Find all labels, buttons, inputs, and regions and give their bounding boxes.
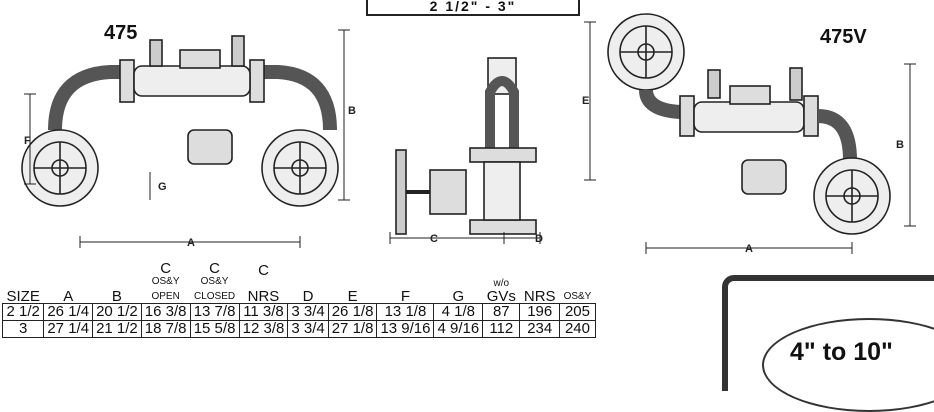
- dim-c-label: C: [430, 233, 438, 245]
- column-header-sub: [564, 275, 592, 288]
- dim-a-label: A: [187, 237, 195, 249]
- table-cell: 196: [519, 303, 561, 321]
- column-header-label: CLOSED: [194, 291, 236, 302]
- drawing-475v-vertical: [607, 13, 891, 235]
- table-cell: 27 1/4: [43, 320, 94, 338]
- table-cell: 21 1/2: [92, 320, 142, 338]
- column-header-label: E: [347, 288, 358, 305]
- column-header: G: [434, 262, 483, 304]
- drawing-475-horizontal: [21, 35, 339, 207]
- column-header-top: [381, 264, 430, 277]
- column-header-label: D: [302, 288, 314, 305]
- column-header-top: C: [258, 262, 269, 279]
- column-header: OS&Y: [560, 262, 596, 304]
- table-cell: 16 3/8: [140, 303, 191, 321]
- column-header: A: [44, 262, 93, 304]
- column-header-sub: w/o: [493, 278, 510, 289]
- table-cell: 13 1/8: [376, 303, 435, 321]
- column-header-top: C: [160, 260, 172, 277]
- table-cell: 3 3/4: [287, 303, 329, 321]
- model-label-475v: 475V: [820, 26, 867, 48]
- column-header-top: C: [209, 260, 220, 277]
- table-cell: 112: [482, 320, 521, 338]
- column-header: F: [377, 262, 434, 304]
- table-cell: 4 1/8: [433, 303, 484, 321]
- table-cell: 26 1/8: [327, 303, 378, 321]
- table-cell: 26 1/4: [43, 303, 94, 321]
- column-header-label: OPEN: [151, 291, 180, 302]
- column-header-label: G: [452, 288, 465, 305]
- dim-b-label: B: [348, 105, 356, 117]
- table-cell: 3 3/4: [287, 320, 329, 338]
- table-cell: 20 1/2: [92, 303, 142, 321]
- model-label-475: 475: [104, 22, 138, 44]
- dim-e-label: E: [582, 95, 589, 107]
- dim-d-label: D: [535, 233, 543, 245]
- column-header-sub: OS&Y: [200, 276, 229, 287]
- column-header-label: GVs: [486, 288, 516, 305]
- column-header: SIZE: [3, 262, 44, 304]
- column-header-label: OS&Y: [563, 291, 592, 302]
- table-cell: 2 1/2: [1, 303, 45, 321]
- column-header-sub: OS&Y: [151, 276, 180, 287]
- column-header: D: [288, 262, 328, 304]
- size-range-label: 4" to 10": [790, 338, 893, 366]
- table-cell: 12 3/8: [238, 320, 289, 338]
- table-cell: 15 5/8: [189, 320, 240, 338]
- column-header-label: NRS: [523, 288, 556, 305]
- table-cell: 4 9/16: [433, 320, 484, 338]
- column-header-label: B: [111, 288, 122, 305]
- table-cell: 13 7/8: [189, 303, 240, 321]
- table-cell: 18 7/8: [140, 320, 191, 338]
- column-header: E: [328, 262, 377, 304]
- column-header-top: [332, 264, 373, 277]
- column-header-top: [48, 264, 89, 277]
- column-header-top: [564, 262, 592, 275]
- column-header-top: [97, 264, 138, 277]
- dim-a-label-475v: A: [745, 243, 753, 255]
- column-header: NRS: [520, 262, 560, 304]
- column-header-label: SIZE: [6, 288, 40, 305]
- column-header-top: [524, 264, 556, 277]
- table-cell: 13 9/16: [376, 320, 435, 338]
- table-cell: 240: [559, 320, 596, 338]
- table-cell: 27 1/8: [327, 320, 378, 338]
- column-header-top: [487, 264, 516, 277]
- column-header: C NRS: [239, 262, 288, 304]
- table-cell: 3: [1, 320, 45, 338]
- column-header: B: [93, 262, 142, 304]
- dim-g-label: G: [158, 181, 167, 193]
- column-header-top: [292, 264, 324, 277]
- table-cell: 87: [482, 303, 521, 321]
- column-header-label: NRS: [247, 288, 280, 305]
- column-header-label: F: [400, 288, 411, 305]
- valve-assembly-drawings: A B F G C D E B A: [21, 13, 916, 255]
- table-cell: 205: [559, 303, 596, 321]
- dim-f-label: F: [24, 135, 31, 147]
- column-header-label: A: [63, 288, 74, 305]
- drawing-475-side-view: [395, 57, 537, 235]
- dim-b-label-475v: B: [896, 139, 904, 151]
- column-header-top: [438, 264, 479, 277]
- table-cell: 11 3/8: [238, 303, 289, 321]
- column-header-top: [7, 264, 40, 277]
- table-cell: 234: [519, 320, 561, 338]
- size-range-tab: 2 1/2" - 3": [366, 0, 580, 16]
